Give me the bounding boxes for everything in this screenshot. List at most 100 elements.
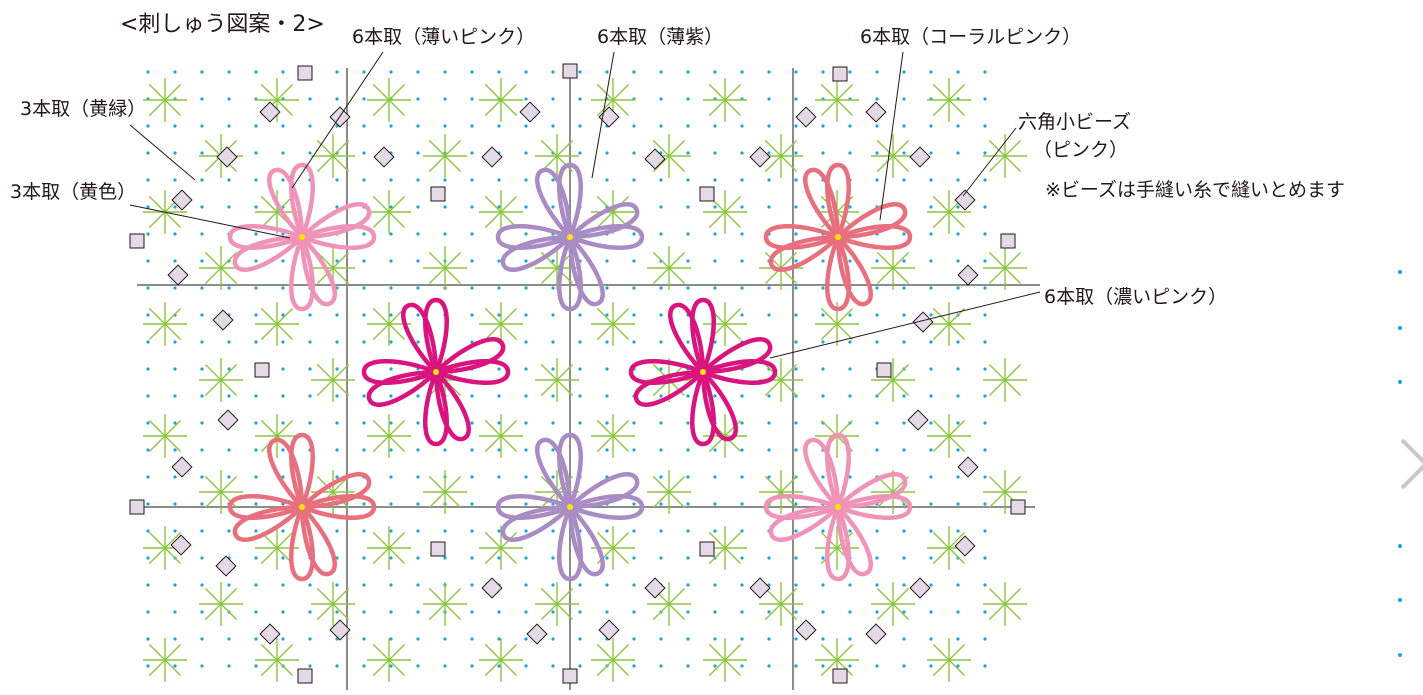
grid-dot [686,529,690,533]
stitch-spoke [932,307,966,341]
grid-dot [200,70,204,74]
grid-dot [146,421,150,425]
cross-stitch [199,470,243,514]
cross-stitch [423,246,467,290]
grid-dot [902,637,906,641]
label-light-purple: 6本取（薄紫） [597,26,724,48]
grid-dot [659,340,663,344]
grid-dot [416,340,420,344]
grid-dot [740,313,744,317]
diamond-bead [795,106,817,128]
cross-stitch [311,582,355,626]
stitch-spoke [708,531,742,565]
diamond-bead [957,456,979,478]
grid-dot [200,556,204,560]
grid-dot [416,475,420,479]
grid-dot [902,583,906,587]
petal [763,494,841,520]
grid-dot [281,556,285,560]
grid-dot [308,583,312,587]
stitch-spoke [148,83,182,117]
grid-dot [767,151,771,155]
stitch-spoke [316,251,350,285]
grid-dot [686,97,690,101]
grid-dot [983,448,987,452]
grid-dot [632,583,636,587]
stitch-spoke [204,363,238,397]
cross-stitch [591,414,635,458]
cross-stitch [535,358,579,402]
grid-dot [281,583,285,587]
petal [535,437,573,510]
grid-dot [821,313,825,317]
grid-dot [254,205,258,209]
grid-dot [659,448,663,452]
grid-dot [389,583,393,587]
grid-dot [902,556,906,560]
flower-center [835,504,841,510]
cross-stitch [479,78,523,122]
cross-stitch [759,470,803,514]
grid-dot [227,394,231,398]
grid-dot [686,178,690,182]
grid-dot [875,340,879,344]
grid-dot [254,394,258,398]
diamond-bead [481,577,503,599]
grid-dot [956,205,960,209]
grid-dot [308,394,312,398]
grid-dot [902,610,906,614]
grid-dot [1398,326,1402,330]
grid-dot [470,232,474,236]
cross-stitch [143,302,187,346]
grid-dot [524,205,528,209]
stitch-spoke [204,587,238,621]
grid-dot [740,664,744,668]
grid-dot [551,259,555,263]
grid-dot [875,664,879,668]
grid-dot [254,529,258,533]
flower-light_purple [495,432,645,582]
stitch-spoke [708,195,742,229]
grid-dot [335,421,339,425]
chevron-right-icon [1400,438,1423,490]
cross-stitch [255,638,299,682]
grid-dot [902,394,906,398]
grid-dot [983,529,987,533]
grid-dot [470,664,474,668]
grid-dot [443,664,447,668]
petal [557,162,583,240]
grid-dot [524,556,528,560]
hexagon-beads [129,63,1026,684]
grid-dot [497,205,501,209]
grid-dot [200,367,204,371]
grid-dot [173,529,177,533]
petal [267,167,305,240]
grid-dot [794,367,798,371]
petal [690,369,716,447]
stitch-spoke [316,587,350,621]
stitch-spoke [988,475,1022,509]
stitch-spoke [932,643,966,677]
grid-dot [605,394,609,398]
petal [835,504,873,577]
diamond-bead [259,623,281,645]
label-yellow: 3本取（黄色） [10,181,137,203]
grid-dot [524,394,528,398]
grid-dot [929,151,933,155]
cross-stitch [143,414,187,458]
grid-dot [821,664,825,668]
diamond-bead [598,106,620,128]
grid-dot [632,178,636,182]
grid-dot [983,637,987,641]
leader-line [879,51,904,221]
grid-dot [524,475,528,479]
grid-dot [308,637,312,641]
grid-dot [983,556,987,560]
cross-stitch [199,358,243,402]
grid-dot [200,394,204,398]
grid-dot [740,259,744,263]
grid-dot [740,394,744,398]
grid-dot [200,583,204,587]
petal [835,472,908,510]
stitch-spoke [596,195,630,229]
